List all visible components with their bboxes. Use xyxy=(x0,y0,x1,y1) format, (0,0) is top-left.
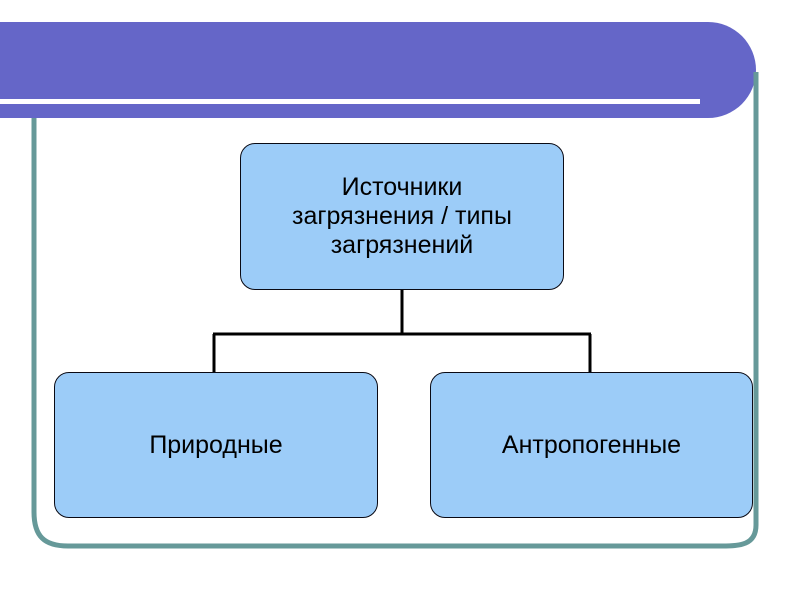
diagram-node-natural-label: Природные xyxy=(149,430,283,459)
diagram-node-anthropogenic[interactable]: Антропогенные xyxy=(430,372,753,518)
diagram-node-root[interactable]: Источники загрязнения / типы загрязнений xyxy=(240,143,564,290)
diagram-node-root-label: Источники загрязнения / типы загрязнений xyxy=(292,173,512,259)
title-banner-rule xyxy=(0,99,700,104)
diagram-node-anthropogenic-label: Антропогенные xyxy=(501,430,682,459)
diagram-node-natural[interactable]: Природные xyxy=(54,372,378,518)
